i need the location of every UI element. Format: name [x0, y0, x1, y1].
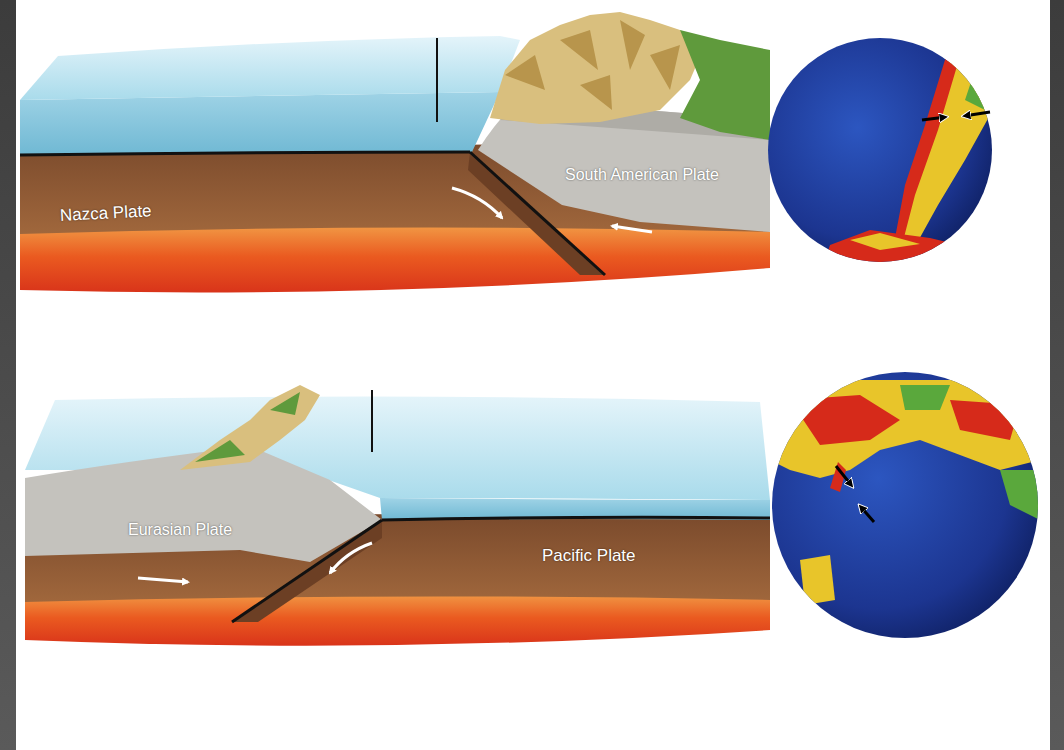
trench-marker	[371, 390, 373, 452]
lithosphere	[25, 514, 770, 602]
andes	[895, 50, 960, 245]
motion-arrow	[330, 543, 372, 573]
north-america-edge	[1000, 470, 1040, 520]
water-front	[20, 92, 500, 156]
motion-arrow	[612, 226, 652, 232]
plate-motion-arrow	[964, 112, 990, 116]
motion-arrow	[138, 578, 188, 582]
ocean-surface	[20, 36, 520, 100]
continent-lowland	[965, 70, 1000, 110]
plate-motion-arrow	[860, 506, 874, 522]
globe-pacific	[770, 372, 1040, 638]
plate-label: Eurasian Plate	[128, 521, 232, 539]
asthenosphere	[20, 221, 770, 292]
plate-label: Pacific Plate	[542, 546, 636, 566]
island-forest	[195, 392, 300, 462]
lowland-forest	[680, 30, 770, 140]
asia	[770, 380, 1040, 478]
mountains	[490, 12, 705, 124]
mountain-shadows	[505, 20, 680, 110]
plate-motion-arrow	[836, 466, 852, 486]
water-front	[380, 498, 770, 520]
indonesia	[800, 555, 835, 605]
asia-lowland	[900, 385, 950, 410]
plate-label: South American Plate	[565, 166, 719, 184]
plate-top-line	[20, 152, 470, 155]
antarctica	[820, 230, 1000, 275]
slab-boundary	[232, 520, 382, 622]
white-panel	[16, 0, 1050, 750]
top-block	[20, 12, 770, 292]
illustration-part	[820, 48, 1010, 275]
plate-motion-arrow	[922, 117, 946, 120]
antarctica-high	[850, 233, 920, 250]
bottom-block	[25, 385, 770, 646]
trench-marker	[436, 38, 438, 122]
illustration-part	[770, 380, 1040, 605]
motion-arrow	[452, 188, 502, 218]
islands	[180, 385, 320, 470]
globe-south-america	[768, 38, 1010, 275]
continent	[898, 48, 1010, 252]
plate-top-line	[382, 517, 770, 520]
